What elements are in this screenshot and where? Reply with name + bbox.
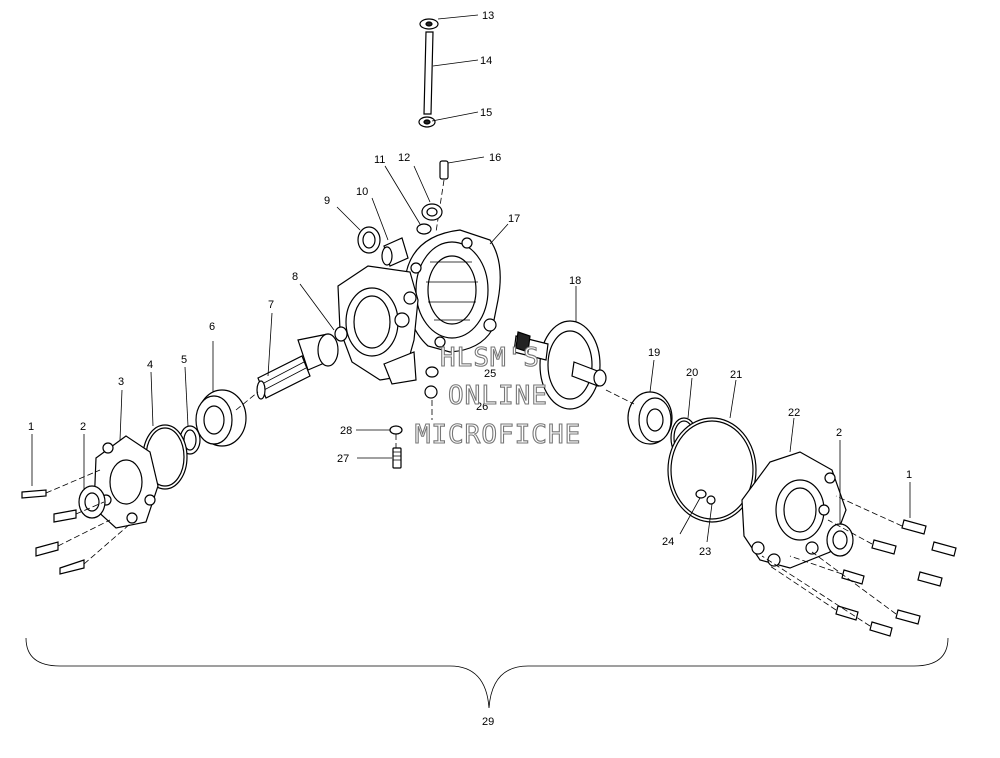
- watermark-line-2: ONLINE: [448, 381, 548, 411]
- watermark-line-3: MICROFICHE: [415, 420, 582, 450]
- pinion-shaft-7: [256, 333, 339, 400]
- cover-plate-3: [93, 435, 159, 529]
- callout-6: 6: [209, 321, 215, 333]
- bearing-6: [195, 389, 247, 447]
- cover-22: [741, 451, 847, 569]
- seal-2-right: [826, 523, 854, 557]
- callout-28: 28: [340, 425, 352, 437]
- plug-23-24: [695, 489, 716, 505]
- bushing-10: [381, 237, 409, 267]
- ring-gear-18: [513, 320, 607, 410]
- callout-26: 26: [476, 401, 488, 413]
- callout-19: 19: [648, 347, 660, 359]
- vent-hose-14: [423, 31, 434, 115]
- ring-11: [416, 223, 432, 235]
- washer-12: [421, 203, 443, 221]
- callout-29: 29: [482, 716, 494, 728]
- callout-16: 16: [489, 152, 501, 164]
- callout-10: 10: [356, 186, 368, 198]
- seal-9: [357, 226, 381, 254]
- callout-1-left: 1: [28, 421, 34, 433]
- assembly-brace: [25, 637, 949, 709]
- callout-5: 5: [181, 354, 187, 366]
- washer-28: [389, 425, 403, 435]
- watermark: HLSM'S ONLINE MICROFICHE: [414, 342, 582, 450]
- callout-20: 20: [686, 367, 698, 379]
- callout-21: 21: [730, 369, 742, 381]
- leader-lines: [31, 14, 911, 543]
- callout-labels: 1 2 3 4 5 6 7 8 9 10 11 12 13 14 15 16 1…: [28, 10, 912, 728]
- callout-9: 9: [324, 195, 330, 207]
- plug-25-26: [424, 366, 439, 399]
- callout-7: 7: [268, 299, 274, 311]
- drain-bolt-27: [392, 447, 402, 469]
- callout-17: 17: [508, 213, 520, 225]
- seal-2-left: [78, 485, 106, 519]
- callout-11: 11: [374, 154, 385, 166]
- callout-25: 25: [484, 368, 496, 380]
- callout-14: 14: [480, 55, 492, 67]
- vent-fitting-16: [435, 160, 449, 233]
- callout-24: 24: [662, 536, 674, 548]
- callout-18: 18: [569, 275, 581, 287]
- callout-3: 3: [118, 376, 124, 388]
- callout-4: 4: [147, 359, 153, 371]
- pinion-8: [334, 326, 348, 342]
- callout-27: 27: [337, 453, 349, 465]
- o-ring-21: [667, 417, 757, 523]
- callout-12: 12: [398, 152, 410, 164]
- bolts-1-left: [21, 469, 131, 575]
- callout-13: 13: [482, 10, 494, 22]
- callout-2-left: 2: [80, 421, 86, 433]
- callout-23: 23: [699, 546, 711, 558]
- callout-15: 15: [480, 107, 492, 119]
- clamp-13: [419, 18, 439, 30]
- watermark-line-1: HLSM'S: [440, 343, 540, 373]
- gearcase-body: [337, 265, 419, 385]
- callout-8: 8: [292, 271, 298, 283]
- callout-22: 22: [788, 407, 800, 419]
- clamp-15: [418, 116, 436, 128]
- bearing-19: [627, 391, 673, 445]
- bolts-1-right: [761, 495, 957, 637]
- gearcase-housing-17: [404, 229, 501, 353]
- callout-1-right: 1: [906, 469, 912, 481]
- callout-2-right: 2: [836, 427, 842, 439]
